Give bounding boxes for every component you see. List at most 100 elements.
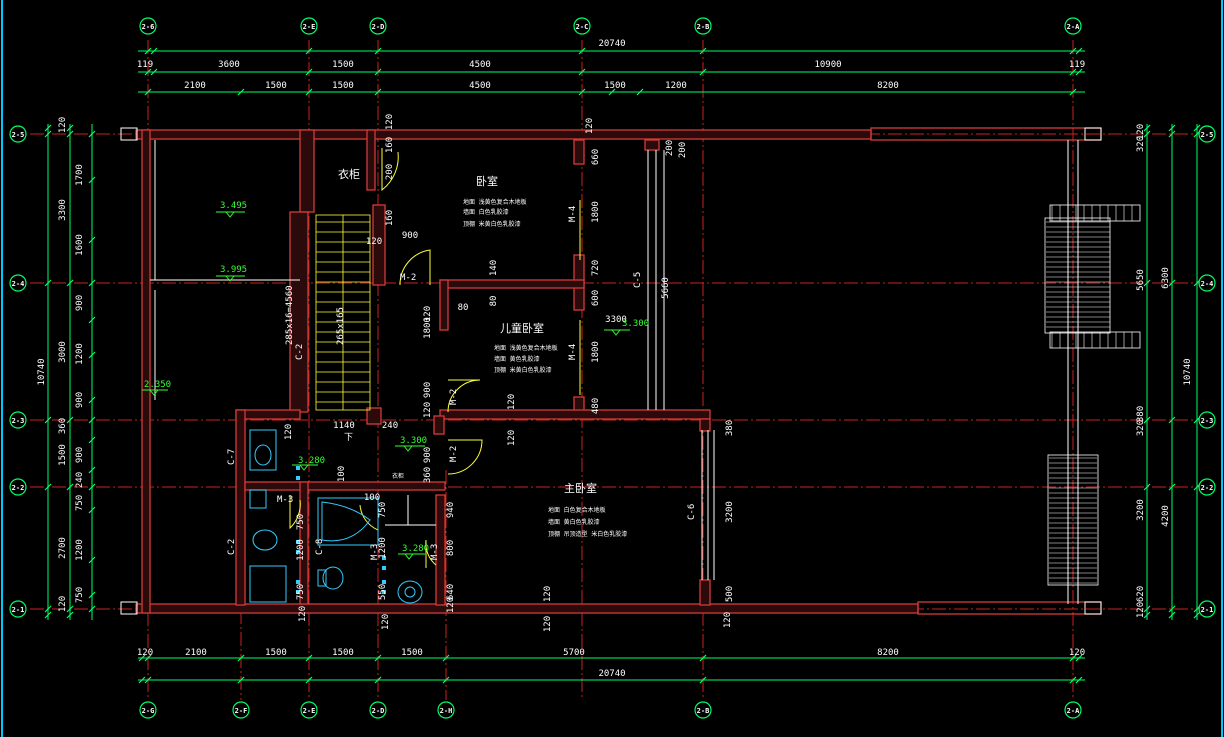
dim-top-row2: 4500 <box>469 81 491 91</box>
dim-right-row2: 320 <box>1136 136 1146 152</box>
axis-bubble-right: 2-2 <box>1198 478 1216 496</box>
dim-inner: 660 <box>591 149 601 165</box>
balcony-louvers <box>1044 204 1141 586</box>
dim-left-row2: 900 <box>75 447 85 463</box>
dim-left-row2: 750 <box>75 587 85 603</box>
dim-top-total: 20740 <box>598 39 625 49</box>
door-tag-m4-b: M-4 <box>568 344 578 360</box>
dim-inner: 1800 <box>591 341 601 363</box>
axis-bubble-top: 2-C <box>573 17 591 35</box>
bedroom-note-floor: 地面 浅黄色复合木地板 <box>463 198 527 206</box>
dim-inner: 550 <box>378 584 388 600</box>
dim-left-row1: 120 <box>58 117 68 133</box>
window-tag-c2-a: C-2 <box>295 344 305 360</box>
dim-left-row2: 1700 <box>75 164 85 186</box>
axis-bubble-left: 2-5 <box>9 125 27 143</box>
axis-bubble-left: 2-1 <box>9 600 27 618</box>
axis-label: 2-B <box>697 23 710 31</box>
axis-label: 2-F <box>235 707 248 715</box>
axis-label: 2-G <box>142 707 155 715</box>
dim-inner: 940 <box>446 502 456 518</box>
axis-bubble-bottom: 2-B <box>694 701 712 719</box>
dim-inner: 3300 <box>605 315 627 325</box>
dim-inner: 100 <box>364 493 380 503</box>
dim-inner: 1140 <box>333 421 355 431</box>
dim-right-row2: 620 <box>1136 586 1146 602</box>
dim-left-row2: 1600 <box>75 234 85 256</box>
axis-bubble-bottom: 2-G <box>139 701 157 719</box>
window-tag-c2-b: C-2 <box>227 539 237 555</box>
dim-inner: 3200 <box>725 501 735 523</box>
dim-bottom-row1: 120 <box>1069 648 1085 658</box>
master-note-ceiling: 顶棚 吊顶造型 米白色乳胶漆 <box>548 530 627 538</box>
dim-left-total: 10740 <box>37 358 47 385</box>
axis-bubble-right: 2-3 <box>1198 411 1216 429</box>
window-tag-c5: C-5 <box>633 272 643 288</box>
axis-bubble-bottom: 2-F <box>232 701 250 719</box>
dim-inner: 120 <box>366 237 382 247</box>
window-tag-c8: C-8 <box>315 539 325 555</box>
interior-lines <box>150 140 1079 604</box>
axis-label: 2-A <box>1067 23 1080 31</box>
level-value: 3.280 <box>298 456 325 466</box>
dim-inner: 120 <box>723 612 733 628</box>
dim-bottom-row1: 5700 <box>563 648 585 658</box>
axis-label: 2-3 <box>12 417 25 425</box>
dim-left-row1: 1500 <box>58 444 68 466</box>
dim-left-row1: 3000 <box>58 341 68 363</box>
axis-label: 2-A <box>1067 707 1080 715</box>
window-tag-c6: C-6 <box>687 504 697 520</box>
dim-top-row1: 119 <box>137 60 153 70</box>
axis-bubble-bottom: 2-D <box>369 701 387 719</box>
dim-bottom-row1: 8200 <box>877 648 899 658</box>
dim-inner: 80 <box>458 303 469 313</box>
dim-inner: 100 <box>337 466 347 482</box>
level-value: 3.495 <box>220 201 247 211</box>
dim-top-row1: 10900 <box>814 60 841 70</box>
dimension-lines <box>47 50 1198 681</box>
window-tag-c7: C-7 <box>227 449 237 465</box>
dim-inner: 120 <box>423 306 433 322</box>
dim-bottom-total: 20740 <box>598 669 625 679</box>
dim-bottom-row1: 1500 <box>265 648 287 658</box>
dim-inner: 120 <box>543 586 553 602</box>
axis-label: 2-5 <box>1201 131 1214 139</box>
dim-inner: 120 <box>298 606 308 622</box>
dim-inner: 360 <box>423 467 433 483</box>
room-label-closet: 衣柜 <box>392 472 404 480</box>
axis-bubble-left: 2-3 <box>9 411 27 429</box>
axis-label: 2-E <box>303 707 316 715</box>
dim-inner: 5660 <box>661 277 671 299</box>
dim-right-total: 10740 <box>1183 358 1193 385</box>
axis-label: 2-B <box>697 707 710 715</box>
dim-top-row2: 8200 <box>877 81 899 91</box>
dim-left-row2: 900 <box>75 295 85 311</box>
axis-label: 2-C <box>576 23 589 31</box>
wall-end-caps <box>120 127 1102 615</box>
master-note-floor: 地面 白色复合木地板 <box>548 506 606 514</box>
door-tag-m3-c: M-3 <box>430 544 440 560</box>
kids-note-floor: 地面 浅黄色复合木地板 <box>494 344 558 352</box>
floor-tile-marks <box>296 466 386 594</box>
dim-left-row2: 1200 <box>75 343 85 365</box>
dim-inner: 120 <box>423 402 433 418</box>
dim-right-row2: 3200 <box>1136 499 1146 521</box>
dim-inner: 200 <box>385 164 395 180</box>
axis-bubble-top: 2-6 <box>139 17 157 35</box>
dim-inner: 120 <box>446 597 456 613</box>
dim-bottom-row1: 2100 <box>185 648 207 658</box>
axis-bubble-right: 2-1 <box>1198 600 1216 618</box>
dim-left-row2: 1200 <box>75 539 85 561</box>
stair-step-label: 265x165 <box>336 307 346 345</box>
axis-label: 2-1 <box>12 606 25 614</box>
axis-bubble-top: 2-B <box>694 17 712 35</box>
dim-inner: 1200 <box>296 539 306 561</box>
axis-label: 2-6 <box>142 23 155 31</box>
axis-label: 2-2 <box>12 484 25 492</box>
axis-bubble-right: 2-4 <box>1198 274 1216 292</box>
axis-bubble-bottom: 2-E <box>300 701 318 719</box>
axis-label: 2-2 <box>1201 484 1214 492</box>
dim-inner: 160 <box>385 137 395 153</box>
dim-inner: 1800 <box>591 201 601 223</box>
dim-top-row1: 1500 <box>332 60 354 70</box>
